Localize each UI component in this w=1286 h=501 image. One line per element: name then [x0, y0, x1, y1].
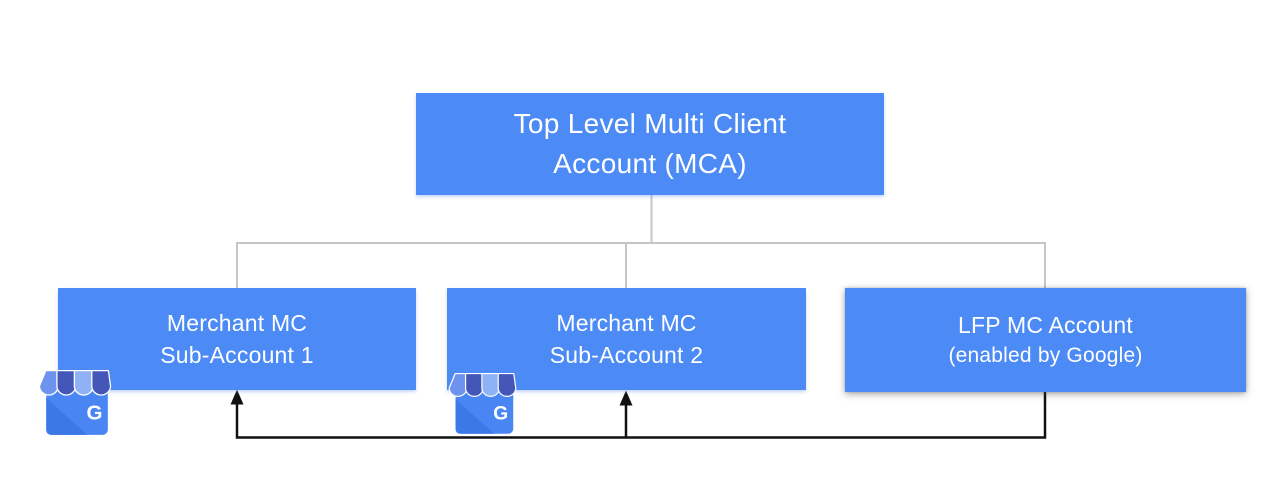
awning-stripe-4 — [497, 372, 517, 397]
awning-stripe-3 — [481, 372, 501, 397]
node-label-line: Merchant MC — [166, 310, 308, 336]
arrowhead-to-sub1 — [230, 389, 244, 405]
node-top-level-mca: Top Level Multi Client Account (MCA) — [416, 93, 884, 195]
awning-stripe-1 — [38, 369, 59, 396]
node-label-line: Top Level Multi Client — [513, 108, 787, 139]
awning-stripe-3 — [73, 369, 94, 396]
google-g-letter: G — [493, 403, 508, 424]
node-label-line: Merchant MC — [556, 310, 697, 336]
arrowhead-to-sub2 — [619, 390, 633, 406]
node-label-line: Sub-Account 1 — [160, 342, 314, 368]
node-label-line: (enabled by Google) — [948, 344, 1143, 367]
flow-connector-lines — [235, 392, 1047, 439]
node-label-line: Sub-Account 2 — [549, 342, 704, 368]
node-lfp-mc-account: LFP MC Account (enabled by Google) — [845, 288, 1246, 392]
storefront-body-shade — [455, 399, 495, 434]
storefront-body-shade — [46, 397, 88, 435]
node-merchant-sub-account-1: Merchant MC Sub-Account 1 — [58, 288, 416, 390]
awning-stripe-2 — [56, 369, 77, 396]
node-label-line: Account (MCA) — [553, 148, 747, 179]
awning-stripe-4 — [91, 369, 112, 396]
node-label-line: LFP MC Account — [958, 312, 1133, 338]
google-g-letter: G — [87, 401, 103, 424]
awning-stripe-1 — [448, 372, 468, 397]
tree-connector-lines — [236, 195, 1046, 288]
google-business-storefront-icon: G — [448, 372, 517, 435]
awning-stripe-2 — [464, 372, 484, 397]
google-business-storefront-icon: G — [38, 369, 112, 437]
